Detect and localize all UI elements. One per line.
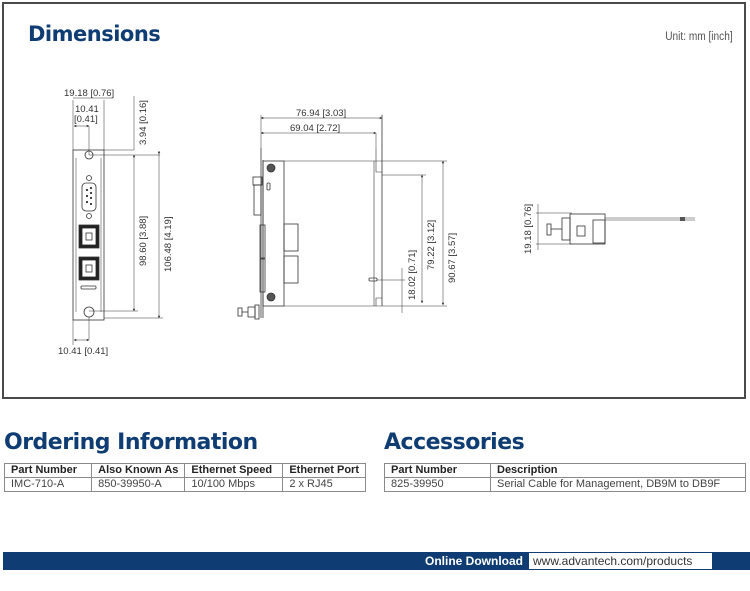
accessories-header-row: Part Number Description [384, 463, 746, 478]
unit-label: Unit: mm [inch] [665, 31, 733, 43]
cell-ethernet-speed: 10/100 Mbps [184, 477, 284, 492]
front-hole-offset-top-label-inch: [0.41] [74, 114, 98, 125]
side-view-labels: 76.94 [3.03] 69.04 [2.72] 79.22 [3.12] 9… [290, 108, 458, 300]
online-download-label: Online Download [425, 554, 523, 568]
ordering-table: Part Number Also Known As Ethernet Speed… [3, 463, 366, 492]
col-ethernet-speed: Ethernet Speed [184, 463, 284, 478]
front-view [72, 96, 163, 345]
col-ethernet-port: Ethernet Port [282, 463, 366, 478]
table-row: 825-39950 Serial Cable for Management, D… [384, 477, 746, 492]
side-height-overall-label: 90.67 [3.57] [447, 233, 458, 283]
front-top-offset-label: 3.94 [0.16] [138, 100, 149, 145]
col-description: Description [490, 463, 746, 478]
dimension-drawing: 19.18 [0.76] 10.41 [0.41] 3.94 [0.16] 98… [58, 88, 695, 357]
online-download-link[interactable]: www.advantech.com/products [529, 553, 712, 569]
col-part-number: Part Number [384, 463, 491, 478]
cell-part-number: 825-39950 [384, 477, 491, 492]
front-height-label: 106.48 [4.19] [163, 217, 174, 272]
front-view-labels: 19.18 [0.76] 10.41 [0.41] 3.94 [0.16] 98… [58, 88, 174, 357]
dimensions-frame [2, 2, 746, 399]
front-hole-offset-bottom-label: 10.41 [0.41] [58, 346, 108, 357]
front-width-label: 19.18 [0.76] [64, 88, 114, 99]
front-hole-offset-top-label: 10.41 [75, 104, 99, 115]
top-view [536, 204, 695, 250]
online-download-bar: Online Download www.advantech.com/produc… [3, 552, 750, 570]
top-width-label: 19.18 [0.76] [523, 204, 534, 254]
table-row: IMC-710-A 850-39950-A 10/100 Mbps 2 x RJ… [3, 477, 366, 492]
top-view-labels: 19.18 [0.76] [523, 204, 534, 254]
col-also-known-as: Also Known As [91, 463, 186, 478]
accessories-heading: Accessories [384, 430, 525, 455]
front-hole-spacing-label: 98.60 [3.88] [138, 216, 149, 266]
side-tab-height-label: 18.02 [0.71] [407, 250, 418, 300]
accessories-table: Part Number Description 825-39950 Serial… [384, 463, 746, 492]
side-depth-overall-label: 76.94 [3.03] [296, 108, 346, 119]
cell-part-number: IMC-710-A [3, 477, 93, 492]
side-view [237, 115, 447, 320]
dimensions-heading: Dimensions [28, 22, 161, 46]
ordering-heading: Ordering Information [4, 430, 258, 455]
cell-ethernet-port: 2 x RJ45 [282, 477, 366, 492]
side-depth-board-label: 69.04 [2.72] [290, 123, 340, 134]
cell-also-known-as: 850-39950-A [91, 477, 186, 492]
col-part-number: Part Number [3, 463, 93, 478]
ordering-header-row: Part Number Also Known As Ethernet Speed… [3, 463, 366, 478]
cell-description: Serial Cable for Management, DB9M to DB9… [490, 477, 746, 492]
side-height-board-label: 79.22 [3.12] [426, 220, 437, 270]
